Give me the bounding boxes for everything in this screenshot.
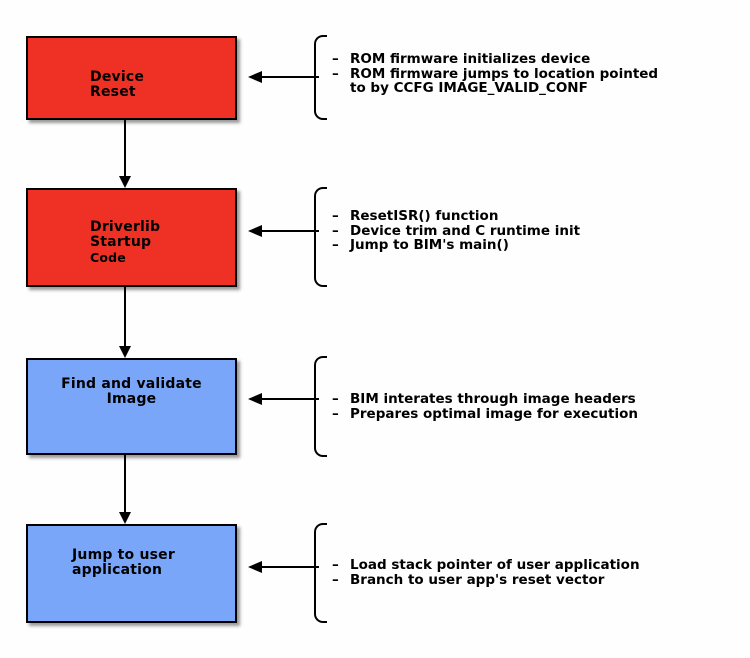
dash-bullet: – [332, 405, 339, 422]
note-line: – Device trim and C runtime init [332, 222, 722, 239]
note-line: – Jump to BIM's main() [332, 238, 722, 253]
bracket-row2 [314, 187, 327, 287]
note-line: – ResetISR() function [332, 209, 722, 224]
arrow-down-icon [119, 512, 131, 524]
note-line: – Load stack pointer of user application [332, 558, 722, 573]
dash-bullet: – [332, 391, 339, 407]
left-arrow-row3 [248, 393, 319, 405]
arrow-down-icon [119, 346, 131, 358]
note-line: – Prepares optimal image for execution [332, 405, 722, 422]
arrow-left-icon [248, 71, 262, 83]
dash-bullet: – [332, 237, 339, 253]
notes-row1: – ROM firmware initializes device – ROM … [332, 52, 722, 96]
note-text: Branch to user app's reset vector [350, 571, 605, 588]
notes-row2: – ResetISR() function – Device trim and … [332, 209, 722, 253]
notes-row4: – Load stack pointer of user application… [332, 558, 722, 587]
arrow-down-icon [119, 176, 131, 188]
connector-line [124, 120, 126, 176]
bracket-row3 [314, 356, 327, 457]
note-line: – ROM firmware jumps to location pointed… [332, 65, 722, 96]
dash-bullet: – [332, 557, 339, 573]
step-label-device-reset: Device Reset [90, 69, 145, 100]
step-label-find-validate-image: Find and validate Image [61, 376, 202, 407]
connector-2 [118, 287, 132, 358]
step-label-driverlib-startup: Driverlib Startup [90, 219, 161, 250]
dash-bullet: – [332, 65, 339, 82]
note-line: – ROM firmware initializes device [332, 52, 722, 67]
arrow-line [262, 398, 319, 400]
arrow-left-icon [248, 393, 262, 405]
step-sublabel-code: Code [90, 250, 126, 265]
left-arrow-row4 [248, 561, 319, 573]
left-arrow-row2 [248, 225, 319, 237]
note-text: BIM interates through image headers [350, 391, 636, 407]
note-text: ROM firmware initializes device [350, 51, 591, 67]
note-text: ResetISR() function [350, 208, 499, 224]
step-box-find-validate-image: Find and validate Image [26, 358, 237, 455]
step-box-device-reset: Device Reset [26, 36, 237, 120]
step-label-jump-user-application: Jump to user application [72, 547, 175, 578]
bracket-row1 [314, 35, 327, 120]
note-text: ROM firmware jumps to location pointed t… [350, 65, 659, 96]
step-box-jump-user-application: Jump to user application [26, 524, 237, 623]
note-line: – BIM interates through image headers [332, 392, 722, 407]
connector-line [124, 287, 126, 346]
notes-row3: – BIM interates through image headers – … [332, 392, 722, 421]
dash-bullet: – [332, 222, 339, 239]
connector-line [124, 455, 126, 512]
note-text: Device trim and C runtime init [350, 222, 581, 239]
connector-1 [118, 120, 132, 188]
dash-bullet: – [332, 571, 339, 588]
bracket-row4 [314, 523, 327, 623]
arrow-line [262, 566, 319, 568]
note-text: Prepares optimal image for execution [350, 405, 638, 422]
arrow-line [262, 230, 319, 232]
note-text: Jump to BIM's main() [350, 237, 509, 253]
step-box-driverlib-startup: Driverlib Startup Code [26, 188, 237, 287]
note-text: Load stack pointer of user application [350, 557, 640, 573]
dash-bullet: – [332, 51, 339, 67]
arrow-left-icon [248, 225, 262, 237]
dash-bullet: – [332, 208, 339, 224]
arrow-line [262, 76, 319, 78]
left-arrow-row1 [248, 71, 319, 83]
note-line: – Branch to user app's reset vector [332, 571, 722, 588]
arrow-left-icon [248, 561, 262, 573]
connector-3 [118, 455, 132, 524]
